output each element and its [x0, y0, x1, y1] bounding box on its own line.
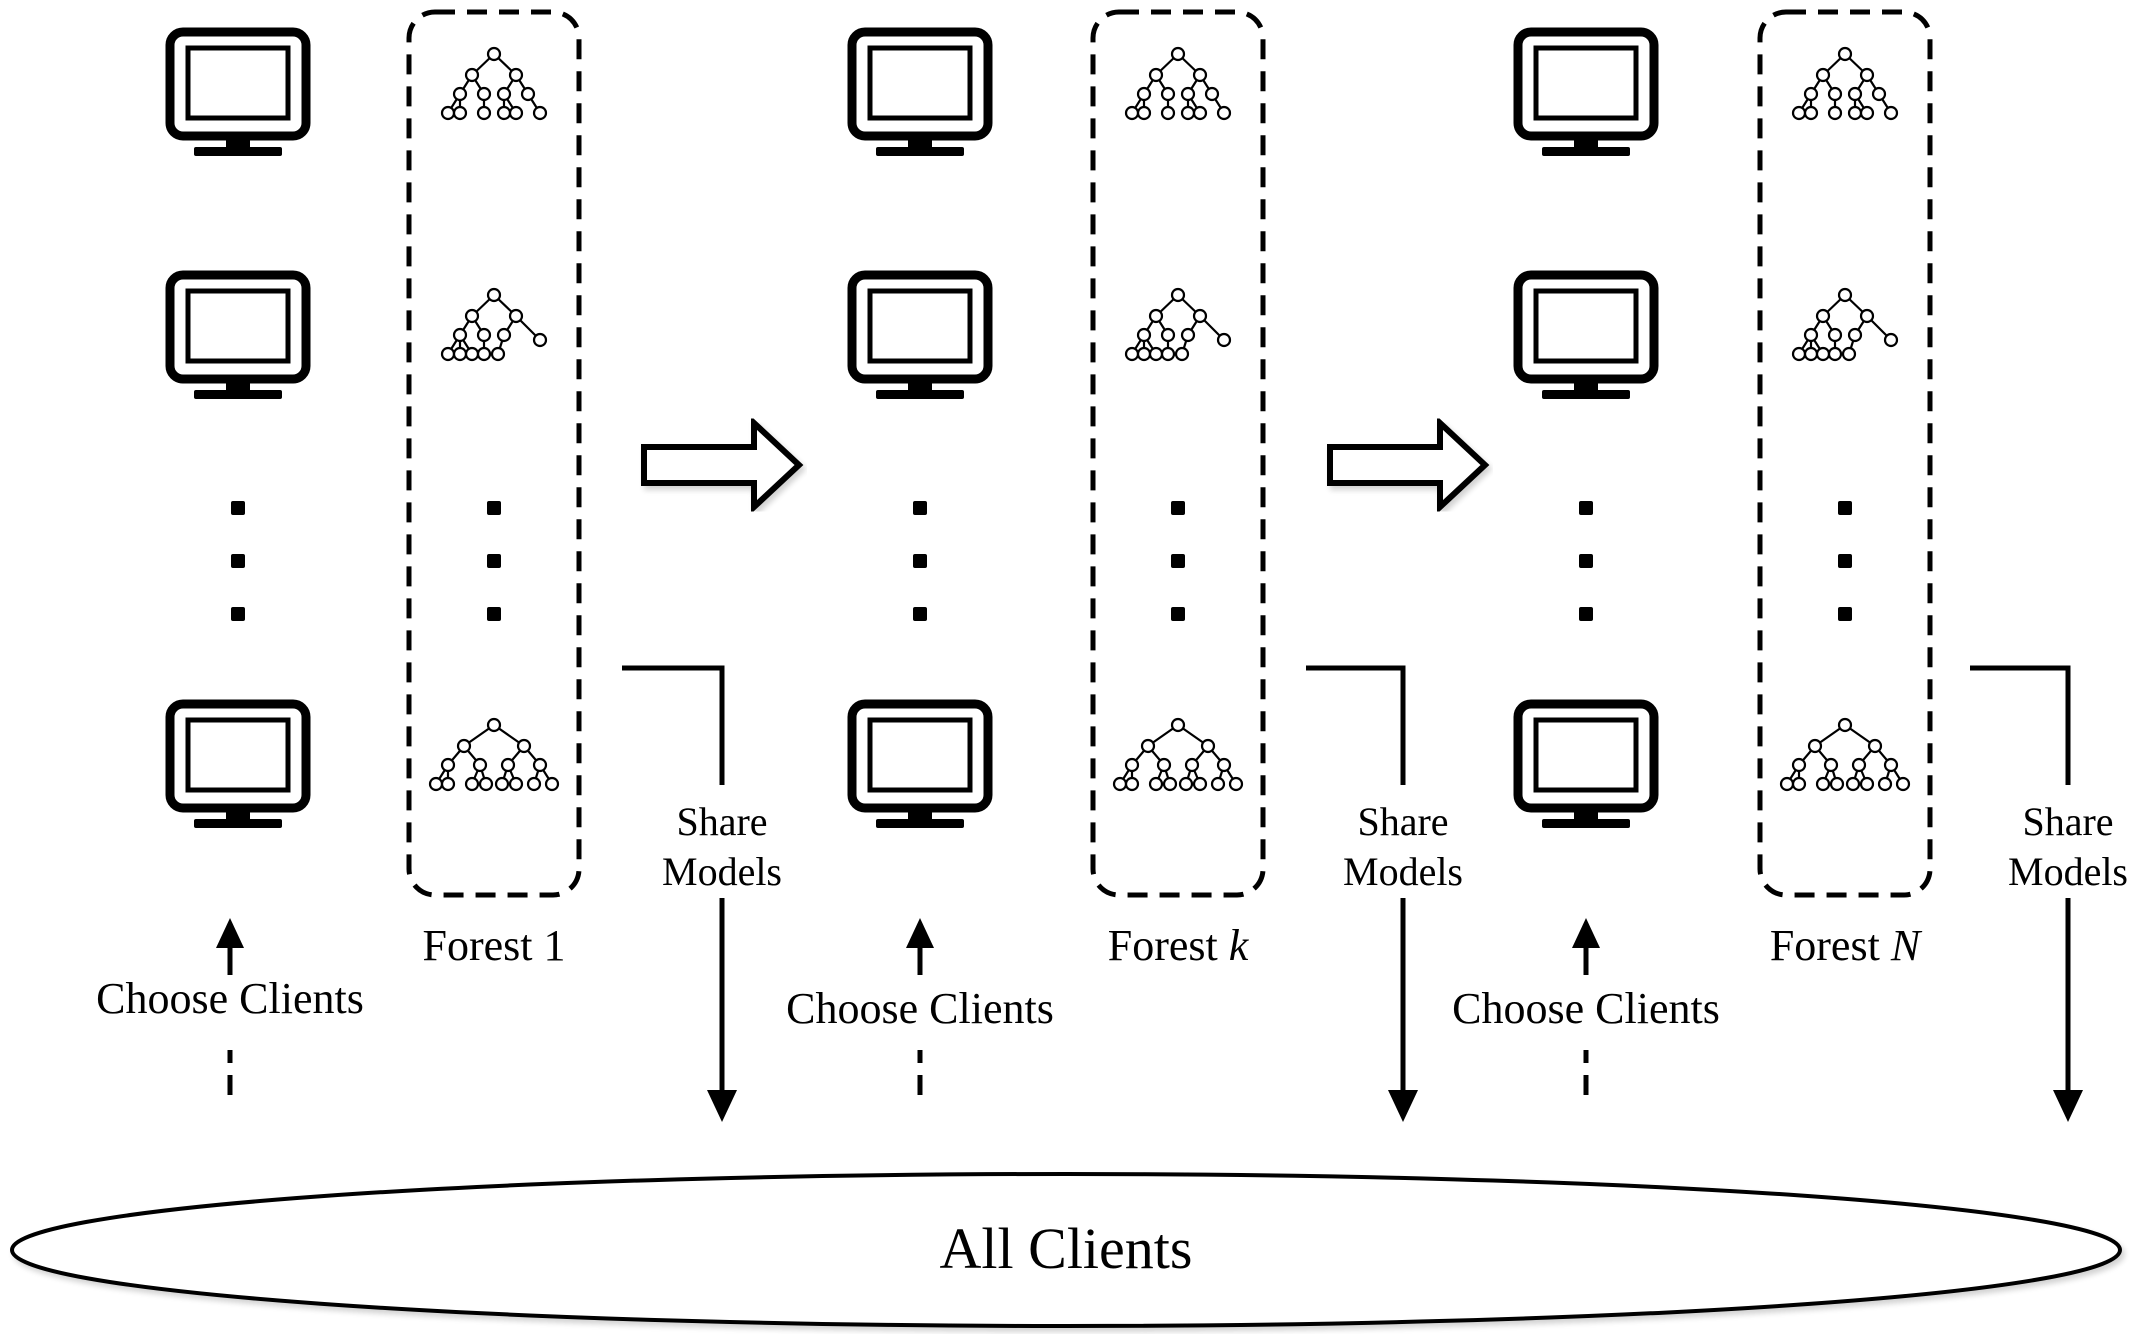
vertical-ellipsis-icon: [1838, 501, 1852, 621]
forest-label-variable: k: [1229, 921, 1250, 970]
monitor-icon: [1518, 275, 1654, 399]
forest-label: Forest k: [1108, 921, 1250, 970]
monitor-icon: [170, 275, 306, 399]
up-arrowhead-icon: [906, 918, 934, 948]
decision-tree-icon: [1779, 717, 1911, 792]
decision-tree-icon: [428, 717, 560, 792]
forest-label-prefix: Forest: [423, 921, 544, 970]
decision-tree-icon: [1791, 287, 1899, 362]
vertical-ellipsis-icon: [231, 501, 245, 621]
forest-box: [1757, 9, 1933, 898]
next-round-arrow-icon: [644, 423, 799, 507]
models-label: Models: [662, 849, 782, 894]
forest-label: Forest 1: [423, 921, 566, 970]
decision-tree-icon: [1124, 287, 1232, 362]
share-connector-top: [1970, 665, 2071, 785]
next-round-arrow-icon: [1330, 423, 1485, 507]
decision-tree-icon: [1124, 46, 1232, 121]
choose-clients-label: Choose Clients: [1452, 984, 1720, 1033]
monitor-icon: [170, 32, 306, 156]
all-clients-label: All Clients: [940, 1216, 1193, 1281]
vertical-ellipsis-icon: [913, 501, 927, 621]
vertical-ellipsis-icon: [1579, 501, 1593, 621]
monitor-icon: [852, 275, 988, 399]
monitor-icon: [852, 32, 988, 156]
forest-label-prefix: Forest: [1108, 921, 1229, 970]
decision-tree-icon: [1791, 46, 1899, 121]
forest-label-index: 1: [544, 921, 566, 970]
monitor-icon: [852, 704, 988, 828]
monitor-icon: [1518, 32, 1654, 156]
decision-tree-icon: [440, 46, 548, 121]
share-label: Share: [676, 799, 767, 844]
decision-tree-icon: [1112, 717, 1244, 792]
share-connector-top: [1306, 665, 1406, 785]
models-label: Models: [2008, 849, 2128, 894]
choose-clients-label: Choose Clients: [786, 984, 1054, 1033]
share-connector-top: [622, 665, 725, 785]
forest-box: [406, 9, 582, 898]
vertical-ellipsis-icon: [1171, 501, 1185, 621]
up-arrowhead-icon: [1572, 918, 1600, 948]
forest-label: Forest N: [1770, 921, 1923, 970]
up-arrowhead-icon: [216, 918, 244, 948]
forest-box: [1090, 9, 1266, 898]
down-arrowhead-icon: [1388, 1090, 1418, 1122]
all-clients-pool: [10, 1172, 2122, 1328]
forest-label-prefix: Forest: [1770, 921, 1891, 970]
forest-label-variable: N: [1890, 921, 1923, 970]
vertical-ellipsis-icon: [487, 501, 501, 621]
monitor-icon: [1518, 704, 1654, 828]
share-label: Share: [1357, 799, 1448, 844]
monitor-icon: [170, 704, 306, 828]
decision-tree-icon: [440, 287, 548, 362]
models-label: Models: [1343, 849, 1463, 894]
down-arrowhead-icon: [707, 1090, 737, 1122]
share-label: Share: [2022, 799, 2113, 844]
choose-clients-label: Choose Clients: [96, 974, 364, 1023]
down-arrowhead-icon: [2053, 1090, 2083, 1122]
